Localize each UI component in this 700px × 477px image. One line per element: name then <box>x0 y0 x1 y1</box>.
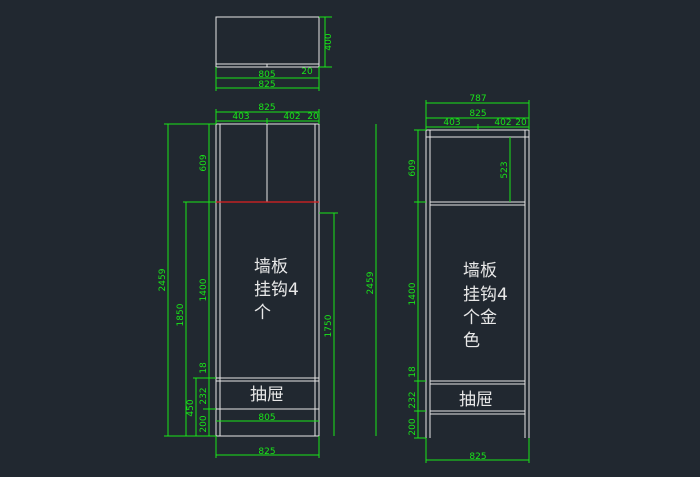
side-wall-note-line-4: 色 <box>463 331 480 351</box>
front-drawer-label: 抽屉 <box>250 385 284 405</box>
front-drawer-dim: 232 <box>199 387 209 404</box>
side-base-dim: 200 <box>408 418 418 435</box>
side-drawer-label: 抽屉 <box>459 390 493 410</box>
front-base-dim: 200 <box>199 415 209 432</box>
top-depth-dim: 400 <box>324 33 334 50</box>
front-height-dim: 2459 <box>158 268 168 291</box>
top-inner-width-dim: 805 <box>258 70 275 80</box>
side-wall-note-line-2: 挂钩4 <box>463 285 508 305</box>
front-upper-height-dim: 609 <box>199 154 209 171</box>
side-top-dim: 787 <box>469 94 486 104</box>
side-view <box>425 129 530 438</box>
top-view-dimensions <box>215 16 332 91</box>
side-1400-dim: 1400 <box>408 282 418 305</box>
side-drawer-dim: 232 <box>408 391 418 408</box>
front-1400-dim: 1400 <box>199 278 209 301</box>
side-right-half-dim: 402 <box>494 118 511 128</box>
top-thickness-dim: 20 <box>301 67 313 77</box>
front-1750-dim: 1750 <box>324 314 334 337</box>
front-right-height-dim: 2459 <box>366 271 376 294</box>
front-right-half-dim: 402 <box>283 112 300 122</box>
front-inner-width-dim: 805 <box>258 413 275 423</box>
top-view <box>215 16 320 68</box>
side-panel-dim: 20 <box>515 118 527 128</box>
top-outer-width-dim: 825 <box>258 80 275 90</box>
front-view-dimensions <box>164 109 377 458</box>
side-width-dim: 825 <box>469 109 486 119</box>
front-gap-dim: 18 <box>199 362 209 374</box>
side-shelf-dim: 523 <box>500 161 510 178</box>
front-panel-dim: 20 <box>307 112 319 122</box>
front-wall-note-line-1: 墙板 <box>254 257 288 277</box>
front-1850-dim: 1850 <box>176 303 186 326</box>
side-view-dimensions <box>414 100 530 463</box>
front-left-half-dim: 403 <box>232 112 249 122</box>
front-overall-width-dim: 825 <box>258 103 275 113</box>
front-wall-note-line-2: 挂钩4 <box>254 280 299 300</box>
front-bottom-width-dim: 825 <box>258 447 275 457</box>
side-gap-dim: 18 <box>408 366 418 378</box>
side-upper-height-dim: 609 <box>408 159 418 176</box>
side-wall-note-line-3: 个金 <box>463 308 497 328</box>
front-wall-note-line-3: 个 <box>254 303 271 323</box>
side-wall-note-line-1: 墙板 <box>463 261 497 281</box>
side-left-half-dim: 403 <box>443 118 460 128</box>
side-bottom-width-dim: 825 <box>469 452 486 462</box>
front-drawer-450-dim: 450 <box>186 399 196 416</box>
